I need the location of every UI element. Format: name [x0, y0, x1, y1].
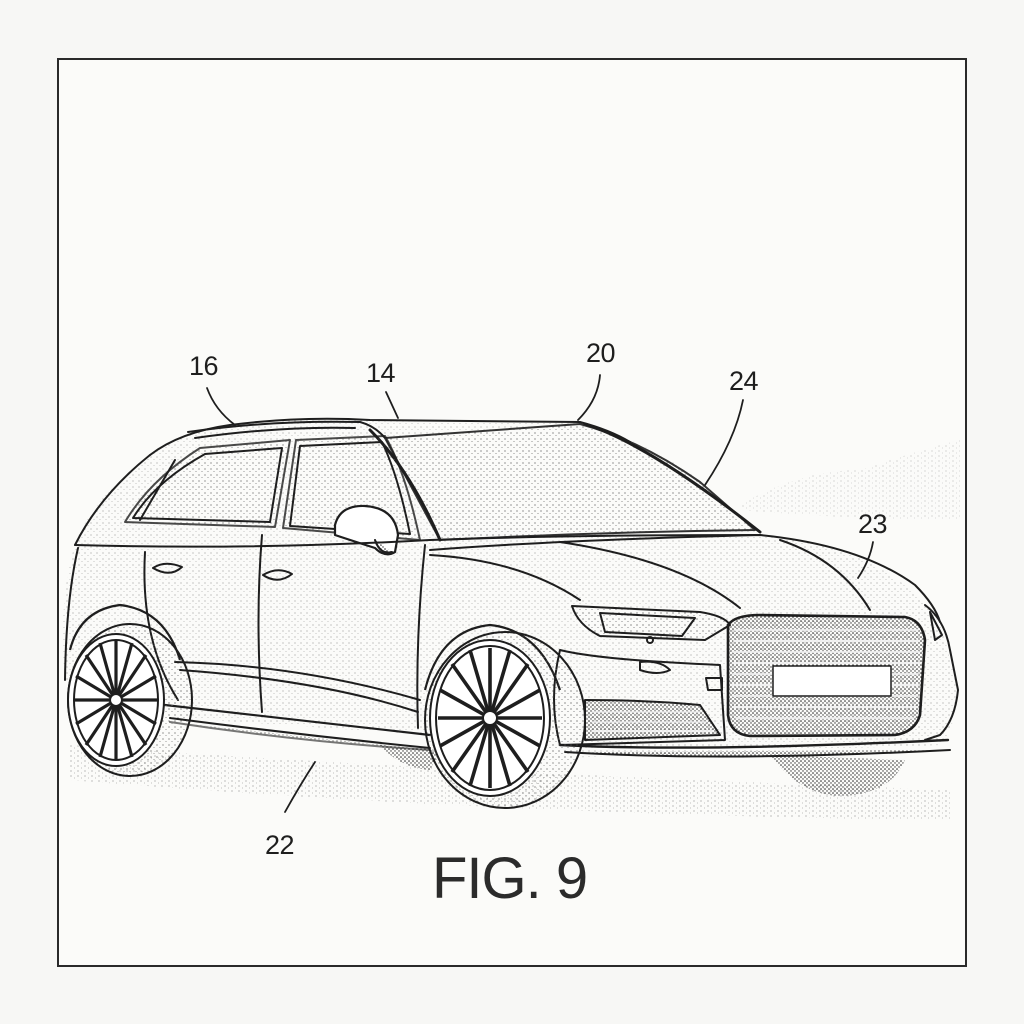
leader-14 [385, 391, 399, 419]
leader-24 [704, 399, 744, 486]
leader-22 [284, 761, 316, 813]
front-wheel [423, 623, 586, 809]
leader-16 [206, 387, 236, 426]
leader-23 [857, 541, 874, 579]
leader-20 [577, 374, 601, 421]
rear-wheel [67, 603, 193, 777]
leader-lines [206, 374, 874, 813]
ref-numeral-24: 24 [729, 366, 759, 396]
ref-numeral-14: 14 [366, 358, 396, 388]
ref-numeral-22: 22 [265, 830, 295, 860]
car-body [62, 417, 959, 796]
ref-numeral-23: 23 [858, 509, 888, 539]
ref-numeral-20: 20 [586, 338, 616, 368]
license-plate [772, 665, 892, 697]
ref-numeral-16: 16 [189, 351, 219, 381]
figure-caption: FIG. 9 [432, 846, 588, 911]
